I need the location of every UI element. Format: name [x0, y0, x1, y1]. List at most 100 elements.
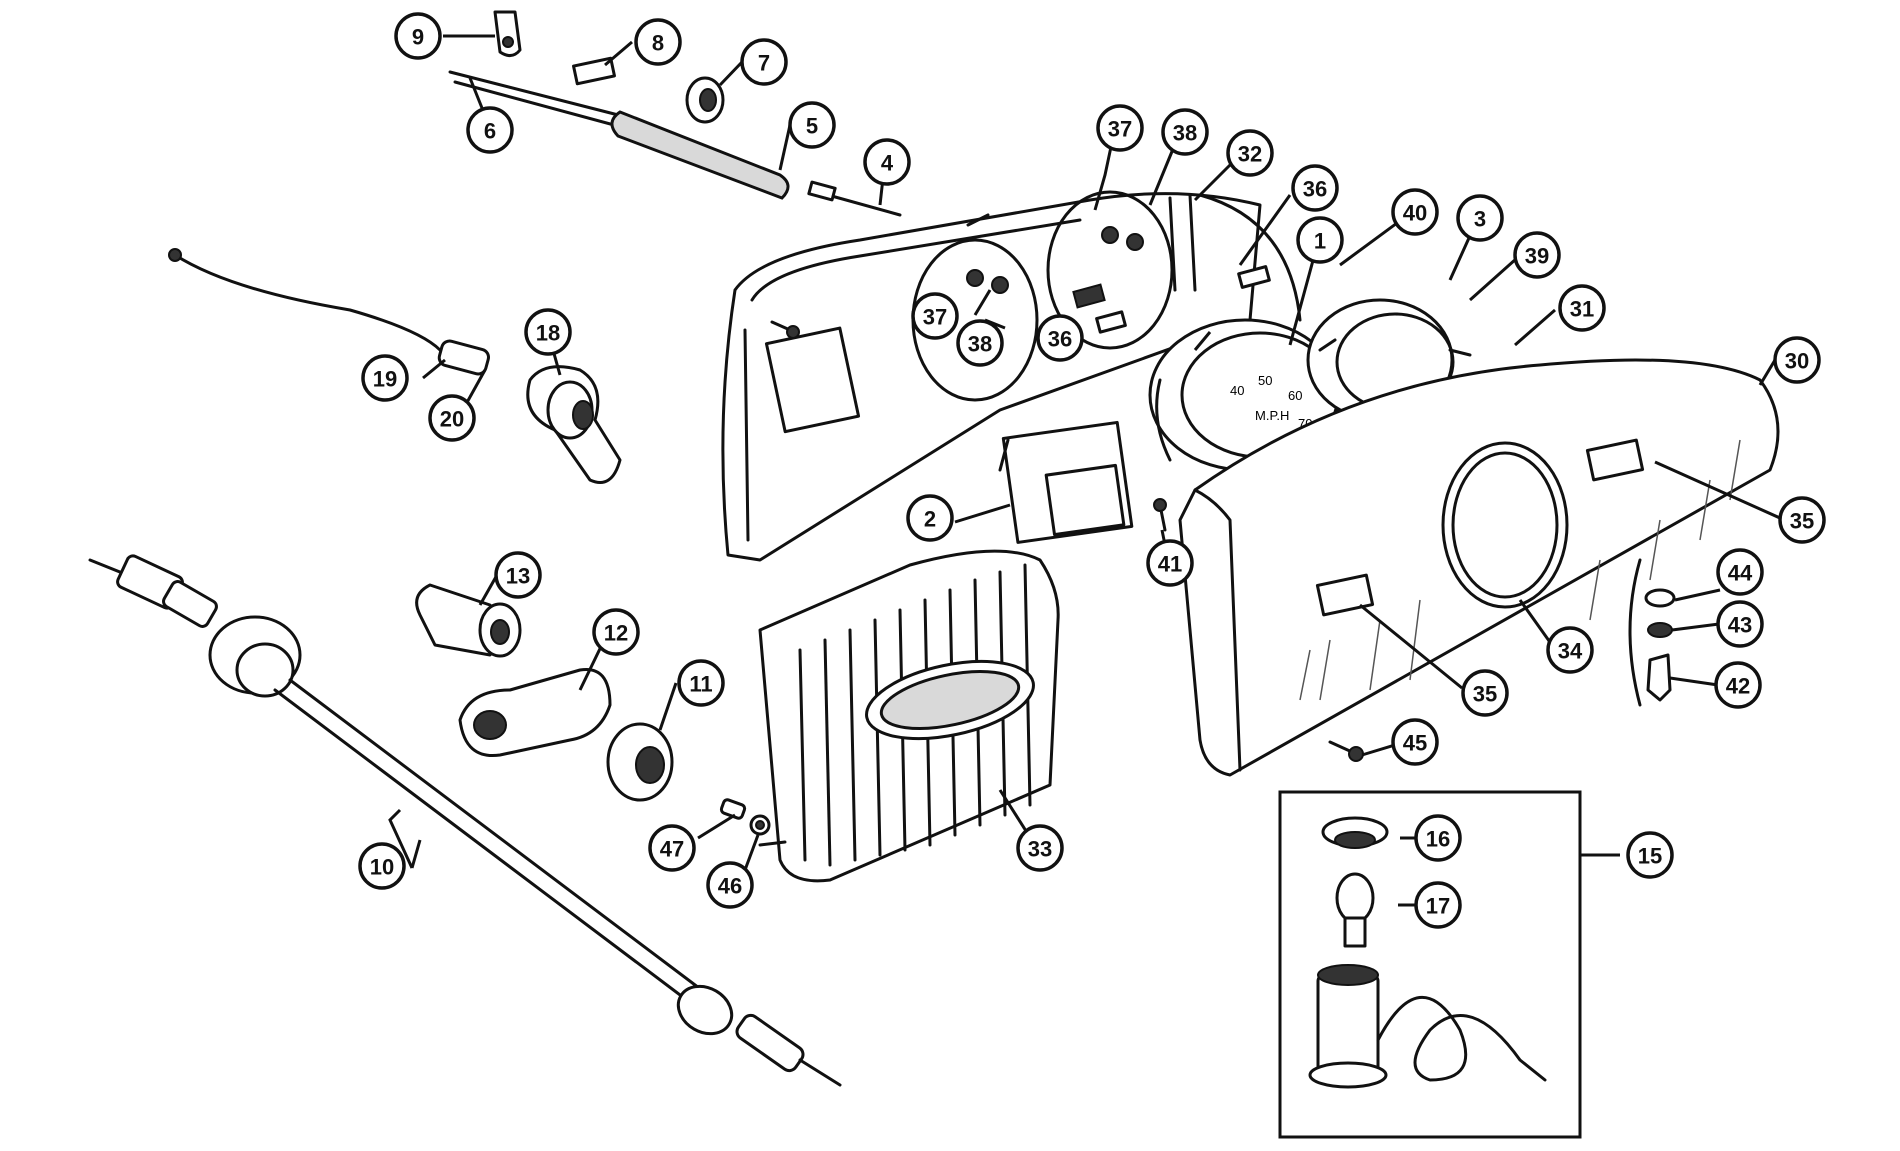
callout-label: 20	[440, 407, 464, 432]
speedo-scale-2: 60	[1288, 388, 1302, 403]
fascia-cover-30	[1178, 358, 1780, 777]
callout-label: 16	[1426, 827, 1450, 852]
callout-c7: 7	[740, 38, 788, 86]
grille-panel-33	[758, 549, 1060, 883]
callout-c13: 13	[494, 551, 542, 599]
callout-circle	[1513, 231, 1561, 279]
callout-label: 10	[370, 855, 394, 880]
callout-circle	[1291, 164, 1339, 212]
callout-circle	[706, 861, 754, 909]
callout-c20: 20	[428, 394, 476, 442]
callout-circle	[906, 494, 954, 542]
callout-c36b: 36	[1036, 314, 1084, 362]
callout-label: 40	[1403, 201, 1427, 226]
callout-circle	[361, 354, 409, 402]
callout-label: 37	[1108, 117, 1132, 142]
callout-label: 1	[1314, 229, 1326, 254]
callout-label: 36	[1303, 177, 1327, 202]
callout-circle	[1716, 548, 1764, 596]
callout-label: 17	[1426, 894, 1450, 919]
callout-label: 33	[1028, 837, 1052, 862]
callout-c38a: 38	[1161, 108, 1209, 156]
callout-c2: 2	[906, 494, 954, 542]
callout-circle	[677, 659, 725, 707]
callout-c19: 19	[361, 354, 409, 402]
wire-19-20	[168, 248, 490, 376]
callout-label: 41	[1158, 552, 1182, 577]
screw-47-washer-46	[719, 798, 771, 836]
callout-label: 38	[968, 332, 992, 357]
callout-circle	[1456, 194, 1504, 242]
small-gauge-2	[998, 420, 1134, 544]
callout-label: 44	[1728, 561, 1753, 586]
callout-c16: 16	[1414, 814, 1462, 862]
callout-circle	[1391, 188, 1439, 236]
callout-circle	[740, 38, 788, 86]
bracket-9	[493, 10, 522, 57]
callout-label: 31	[1570, 297, 1594, 322]
callout-c37a: 37	[1096, 104, 1144, 152]
callout-c42: 42	[1714, 661, 1762, 709]
callout-c5: 5	[788, 101, 836, 149]
bush-13	[415, 583, 522, 658]
callout-label: 36	[1048, 327, 1072, 352]
callout-circle	[634, 18, 682, 66]
callout-label: 4	[881, 151, 894, 176]
callout-label: 11	[689, 672, 712, 697]
callout-c10: 10	[358, 842, 406, 890]
callout-circle	[394, 12, 442, 60]
callout-circle	[1036, 314, 1084, 362]
screw-45	[1328, 740, 1364, 762]
callout-circle	[788, 101, 836, 149]
callout-circle	[1714, 661, 1762, 709]
grommet-7	[685, 76, 725, 124]
speedo-cable-10	[88, 554, 842, 1087]
callout-circle	[956, 319, 1004, 367]
callout-label: 43	[1728, 613, 1752, 638]
callout-c46: 46	[706, 861, 754, 909]
callout-label: 45	[1403, 731, 1427, 756]
callout-c35b: 35	[1461, 669, 1509, 717]
callout-circle	[1226, 129, 1274, 177]
callout-c40: 40	[1391, 188, 1439, 236]
callout-c18: 18	[524, 308, 572, 356]
clip-12	[458, 667, 612, 758]
callout-label: 46	[718, 874, 742, 899]
callout-circle	[1461, 669, 1509, 717]
callout-c17: 17	[1414, 881, 1462, 929]
callout-circle	[863, 138, 911, 186]
callout-circle	[1016, 824, 1064, 872]
callout-circle	[494, 551, 542, 599]
speedo-scale-1: 50	[1258, 373, 1272, 388]
callout-label: 8	[652, 31, 664, 56]
rod-4	[807, 180, 902, 217]
callout-label: 15	[1638, 844, 1662, 869]
callout-label: 38	[1173, 121, 1197, 146]
callout-label: 9	[412, 25, 424, 50]
callout-c8: 8	[634, 18, 682, 66]
callout-c4: 4	[863, 138, 911, 186]
callout-c31: 31	[1558, 284, 1606, 332]
callout-c41: 41	[1146, 539, 1194, 587]
callout-circle	[1146, 539, 1194, 587]
screw-41	[1153, 498, 1167, 532]
callout-c35a: 35	[1778, 496, 1826, 544]
callout-label: 34	[1558, 639, 1583, 664]
callout-c9: 9	[394, 12, 442, 60]
callout-label: 47	[660, 837, 684, 862]
callout-c11: 11	[677, 659, 725, 707]
callout-c34: 34	[1546, 626, 1594, 674]
callout-label: 35	[1473, 682, 1497, 707]
callout-c32: 32	[1226, 129, 1274, 177]
speedo-unit-text: M.P.H	[1255, 408, 1289, 423]
callout-circle	[1161, 108, 1209, 156]
callout-label: 35	[1790, 509, 1814, 534]
callout-label: 30	[1785, 349, 1809, 374]
callout-layer: 1234567891011121315161718192030313233343…	[358, 12, 1826, 929]
hardware-42-43-44	[1628, 558, 1676, 707]
callout-circle	[1716, 600, 1764, 648]
tube-5-and-cable-6	[448, 70, 790, 200]
callout-c44: 44	[1716, 548, 1764, 596]
callout-c47: 47	[648, 824, 696, 872]
